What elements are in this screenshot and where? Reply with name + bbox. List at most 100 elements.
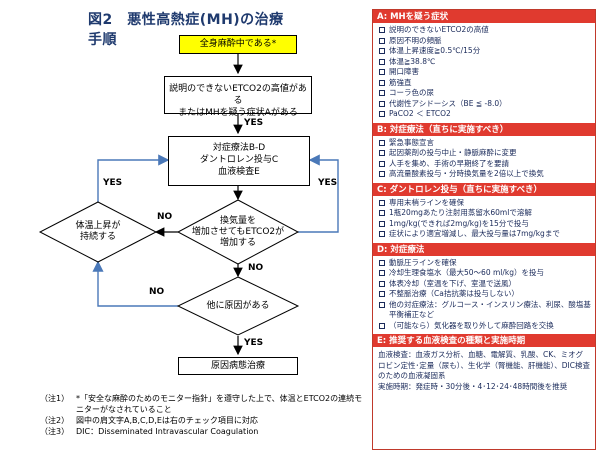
checkbox-icon [379,220,385,227]
vent-diamond-text: 換気量を 増加させてもETCO2が 増加する [183,216,293,249]
condition-line-2: またはMHを疑う症状Aがある [178,108,298,118]
checkbox-icon [379,280,385,287]
checklist-item-label: 1瓶20mgあたり注射用蒸留水60mlで溶解 [389,208,532,217]
condition-line-1: 説明のできないETCO2の高値がある [169,84,307,106]
vent-diamond-line-3: 増加する [219,238,256,248]
checklist-item-label: 冷却生理食塩水（最大50～60 ml/kg）を投与 [389,268,544,277]
section-d-header: D: 対症療法 [373,242,595,256]
section-a-header: A: MHを疑う症状 [373,10,595,23]
checklist-item-label: 人手を集め、手術の早期終了を要請 [389,158,509,168]
checklist-item-label: （可能なら）気化器を取り外して麻酔回路を交換 [389,320,554,330]
footnote: （注3）DIC：Disseminated Intravascular Coagu… [40,426,370,437]
footnote: （注1） *「安全な麻酔のためのモニター指針」を遵守した上で、体温とETCO2の連… [40,393,370,415]
label-yes-other: YES [244,338,264,348]
end-label: 原因病態治療 [210,361,265,371]
checklist-item-label: 専用末梢ラインを確保 [389,197,464,207]
checkbox-icon [379,27,385,33]
checklist-item-label: 起因薬剤の投与中止・静脈麻酔に変更 [389,148,517,157]
checkbox-icon [379,171,385,177]
checkbox-icon [379,291,385,297]
section-e-timing: 実施時期：発症時・30分後・4･12･24･48時間後を推奨 [378,381,568,391]
label-no-other: NO [149,287,165,297]
checkbox-icon [379,48,385,54]
label-yes-top: YES [244,118,264,128]
checkbox-icon [379,210,385,216]
start-label: 全身麻酔中である* [199,39,277,49]
checklist-item: 体温≧38.8℃ [379,57,591,68]
label-yes-left: YES [103,178,123,188]
checklist-item: 専用末梢ラインを確保 [379,198,591,209]
label-yes-right: YES [318,178,338,188]
temp-diamond-text: 体温上昇が 持続する [54,221,142,243]
checklist-item: 開口障害 [379,67,591,78]
checklist-item-label: 代謝性アシドーシス（BE ≦ -8.0） [389,98,507,108]
vent-diamond-line-1: 換気量を [219,216,256,226]
checklist-item: 体表冷却（室温を下げ、室温で送風） [379,279,591,290]
footnote-key: （注2） [40,416,70,425]
checkbox-icon [379,58,385,65]
footnote: （注2）図中の肩文字A,B,C,D,Eは右のチェック項目に対応 [40,415,370,426]
footnote-key: （注1） [40,394,70,403]
arrow-other-no-loop [92,260,178,307]
treatment-box: 対症療法B-D ダントロレン投与C 血液検査E [168,136,310,186]
footnote-key: （注3） [40,427,70,436]
checklist-item: 起因薬剤の投与中止・静脈麻酔に変更 [379,148,591,159]
checklist-item-label: 症状により適宜増減し、最大投与量は7mg/kgまで [389,229,560,238]
treatment-line-3: 血液検査E [218,167,260,177]
checkbox-icon [379,150,385,156]
checklist-item: 説明のできないETCO2の高値 [379,25,591,36]
checkbox-icon [379,199,385,206]
checklist-item-label: 説明のできないETCO2の高値 [389,25,489,34]
checkbox-icon [379,90,385,96]
start-box: 全身麻酔中である* [179,35,297,54]
checklist-item-label: 1mg/kg(できれば2mg/kg)を15分で投与 [389,218,529,228]
label-no-left: NO [157,212,173,222]
label-no-vent: NO [248,263,264,273]
checkbox-icon [379,270,385,276]
checklist-item-label: 不整脈治療（Ca拮抗薬は投与しない） [389,289,519,298]
checklist-item-label: 他の対症療法：グルコース・インスリン療法、利尿、酸塩基平衡補正など [389,299,591,320]
footnote-text: *「安全な麻酔のためのモニター指針」を遵守した上で、体温とETCO2の連続モニタ… [76,394,363,414]
section-b-header: B: 対症療法（直ちに実施すべき） [373,122,595,136]
temp-diamond-line-2: 持続する [79,232,116,242]
section-e-header: E: 推奨する血液検査の種類と実施時期 [373,334,595,347]
treatment-line-2: ダントロレン投与C [199,155,279,165]
checklist-item: 人手を集め、手術の早期終了を要請 [379,159,591,170]
checkbox-icon [379,160,385,167]
decision-temp-diamond [38,201,158,263]
checklist-item: 代謝性アシドーシス（BE ≦ -8.0） [379,99,591,110]
checklist-item: 原因不明の頻脈 [379,36,591,47]
checklist-item-label: 緊急事態宣言 [389,137,434,147]
checklist-item: （可能なら）気化器を取り外して麻酔回路を交換 [379,321,591,332]
checklist-item: 筋強直 [379,78,591,89]
decision-other-diamond [176,276,300,336]
checklist-item: 不整脈治療（Ca拮抗薬は投与しない） [379,289,591,300]
checklist-item: 他の対症療法：グルコース・インスリン療法、利尿、酸塩基平衡補正など [379,300,591,321]
section-b-body: 緊急事態宣言起因薬剤の投与中止・静脈麻酔に変更人手を集め、手術の早期終了を要請高… [373,136,595,183]
decision-vent-diamond [176,199,300,265]
page-title: 図2 悪性高熱症(MH)の治療手順 [88,12,284,48]
other-diamond-text: 他に原因がある [206,301,270,311]
checkbox-icon [379,100,385,107]
checklist-item-label: コーラ色の尿 [389,88,434,97]
checklist-item-label: PaCO2 ＜ ETCO2 [389,109,451,118]
section-c-header: C: ダントロレン投与（直ちに実施すべき） [373,182,595,196]
checklist-item-label: 原因不明の頻脈 [389,35,442,45]
checklist-item-label: 体温≧38.8℃ [389,56,436,66]
checklist-panel: A: MHを疑う症状 説明のできないETCO2の高値原因不明の頻脈体温上昇速度≧… [372,9,596,450]
checklist-item-label: 高流量酸素投与・分時換気量を2倍以上で換気 [389,169,544,178]
checkbox-icon [379,301,385,308]
checklist-item: 体温上昇速度≧0.5℃/15分 [379,46,591,57]
flowchart-connectors [38,54,339,356]
checkbox-icon [379,139,385,146]
checklist-item-label: 動脈圧ラインを確保 [389,257,457,267]
checklist-item: 緊急事態宣言 [379,138,591,149]
checklist-item: 1mg/kg(できれば2mg/kg)を15分で投与 [379,219,591,230]
checklist-item: 冷却生理食塩水（最大50～60 ml/kg）を投与 [379,268,591,279]
checkbox-icon [379,79,385,86]
section-e-body: 血液検査：血液ガス分析、血糖、電解質、乳酸、CK、ミオグロビン定性･定量（尿も）… [373,347,595,395]
checklist-item-label: 体表冷却（室温を下げ、室温で送風） [389,278,516,288]
footnotes: （注1） *「安全な麻酔のためのモニター指針」を遵守した上で、体温とETCO2の連… [40,393,370,437]
checkbox-icon [379,37,385,44]
checklist-item: 症状により適宜増減し、最大投与量は7mg/kgまで [379,229,591,240]
